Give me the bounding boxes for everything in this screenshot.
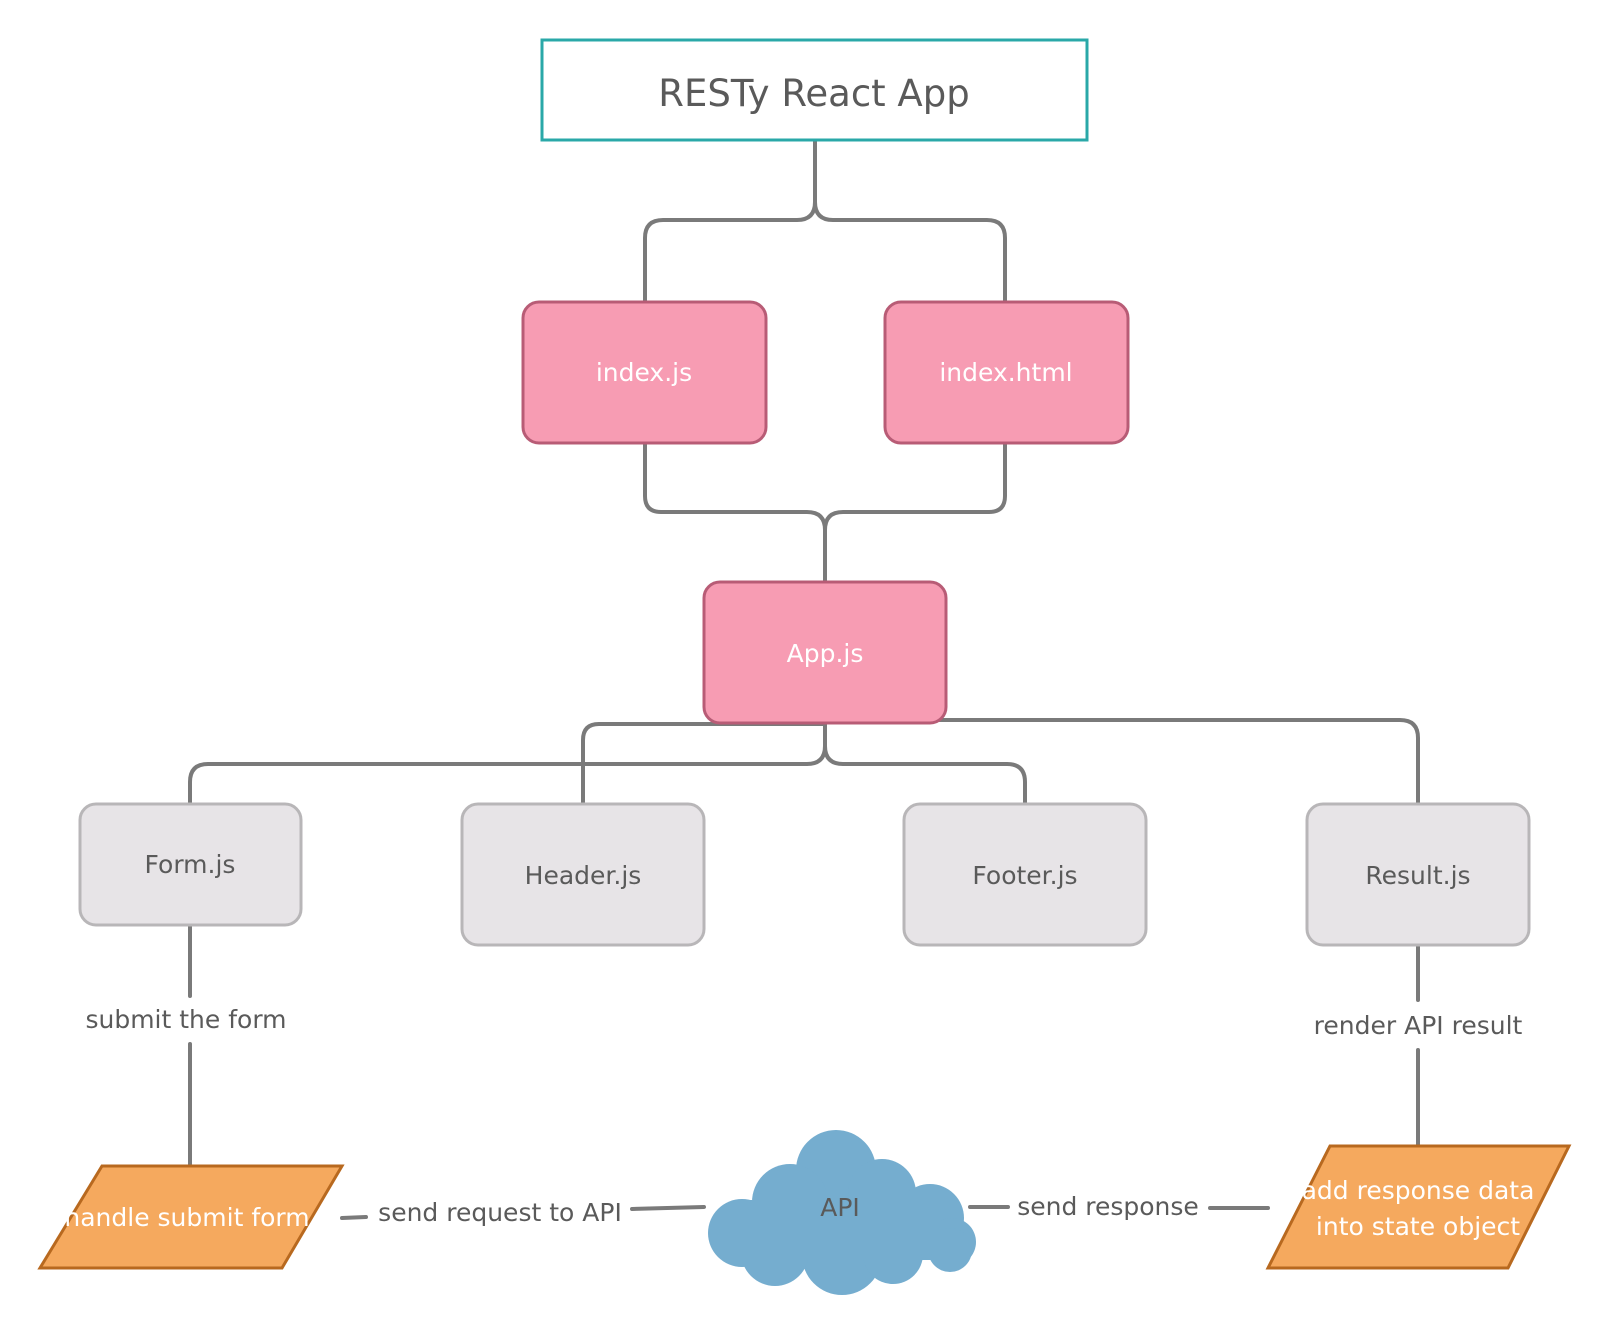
footer-js-box bbox=[902, 802, 1148, 947]
title-box bbox=[540, 38, 1089, 142]
add-response-shape bbox=[1265, 1144, 1572, 1270]
form-js-box bbox=[78, 802, 303, 927]
handle-submit-shape bbox=[37, 1164, 345, 1270]
node-index-html: index.html bbox=[883, 300, 1130, 445]
form-js-label: Form.js bbox=[145, 850, 236, 879]
node-form-js: Form.js bbox=[78, 802, 303, 927]
node-app-js: App.js bbox=[702, 580, 948, 725]
edge-label-render-result: render API result bbox=[1314, 1011, 1523, 1040]
connector-app-to-components bbox=[188, 718, 1420, 806]
connectors bbox=[188, 136, 1420, 1220]
connector-title-to-files bbox=[643, 136, 1007, 304]
app-js-box bbox=[702, 580, 948, 725]
add-response-label-line2: into state object bbox=[1316, 1212, 1520, 1241]
index-js-box bbox=[521, 300, 768, 445]
node-header-js: Header.js bbox=[460, 802, 706, 947]
node-add-response: add response data into state object bbox=[1265, 1144, 1572, 1270]
index-js-label: index.js bbox=[596, 358, 692, 387]
add-response-label-line1: add response data bbox=[1302, 1176, 1535, 1205]
node-index-js: index.js bbox=[521, 300, 768, 445]
connector-files-to-app bbox=[643, 441, 1007, 584]
edge-label-send-request: send request to API bbox=[378, 1198, 622, 1227]
node-handle-submit-form: handle submit form bbox=[37, 1164, 345, 1270]
index-html-box bbox=[883, 300, 1130, 445]
api-label: API bbox=[820, 1193, 860, 1222]
result-js-box bbox=[1305, 802, 1531, 947]
diagram-title: RESTy React App bbox=[658, 72, 969, 115]
index-html-label: index.html bbox=[939, 358, 1072, 387]
node-footer-js: Footer.js bbox=[902, 802, 1148, 947]
header-js-box bbox=[460, 802, 706, 947]
handle-submit-label: handle submit form bbox=[64, 1203, 309, 1232]
header-js-label: Header.js bbox=[525, 861, 642, 890]
cloud-icon bbox=[708, 1130, 976, 1295]
title-node: RESTy React App bbox=[540, 38, 1089, 142]
connector-handle-submit-to-api bbox=[340, 1205, 706, 1220]
node-result-js: Result.js bbox=[1305, 802, 1531, 947]
connector-api-to-add-response bbox=[968, 1205, 1270, 1210]
edge-label-submit-form: submit the form bbox=[85, 1005, 286, 1034]
node-api: API bbox=[708, 1130, 976, 1295]
footer-js-label: Footer.js bbox=[972, 861, 1077, 890]
edge-label-send-response: send response bbox=[1017, 1192, 1199, 1221]
result-js-label: Result.js bbox=[1365, 861, 1470, 890]
app-js-label: App.js bbox=[787, 639, 864, 668]
